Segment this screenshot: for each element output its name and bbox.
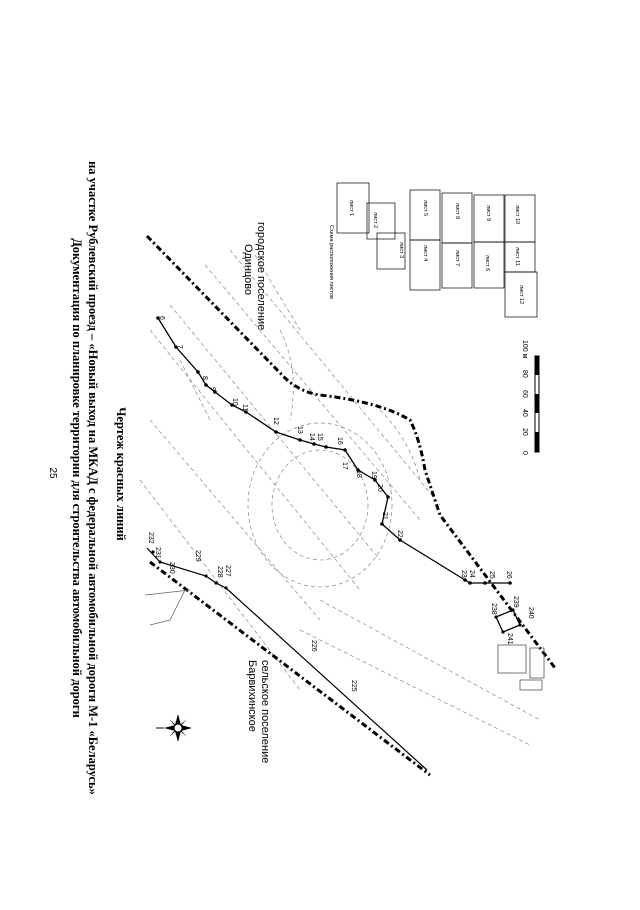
parcel-point-labels: 238 239 240 241 — [490, 596, 534, 645]
svg-text:лист 8: лист 8 — [454, 203, 460, 219]
svg-text:6: 6 — [158, 316, 165, 320]
buildings — [497, 644, 545, 691]
page-number: 25 — [47, 467, 58, 479]
svg-text:20: 20 — [376, 484, 383, 492]
place-north: городское поселение Одинцово — [242, 222, 267, 330]
svg-text:12: 12 — [272, 417, 279, 425]
svg-text:26: 26 — [505, 571, 512, 579]
compass-rose-icon — [156, 714, 192, 742]
sheet-scheme: Схема расположения листов лист 1 лист 2 … — [328, 182, 538, 318]
north-point-labels: 6 7 8 9 10 11 12 13 14 15 16 17 18 19 20… — [158, 316, 512, 579]
sheet-scheme-title: Схема расположения листов — [328, 225, 334, 299]
svg-text:226: 226 — [310, 640, 317, 652]
svg-text:7: 7 — [176, 345, 183, 349]
svg-text:231: 231 — [154, 547, 161, 559]
svg-text:лист 9: лист 9 — [485, 205, 491, 221]
svg-text:лист 4: лист 4 — [422, 245, 428, 261]
svg-text:лист 10: лист 10 — [514, 205, 520, 224]
svg-text:17: 17 — [341, 462, 348, 470]
svg-text:лист 2: лист 2 — [372, 212, 378, 228]
svg-text:лист 7: лист 7 — [454, 250, 460, 266]
svg-text:Одинцово: Одинцово — [242, 244, 254, 295]
north-boundary-line — [145, 234, 557, 669]
svg-text:лист 5: лист 5 — [422, 200, 428, 216]
svg-text:16: 16 — [336, 437, 343, 445]
scale-bar: 0 20 40 60 80 100 м — [521, 340, 540, 455]
svg-text:лист 1: лист 1 — [348, 200, 354, 216]
svg-text:227: 227 — [224, 565, 231, 577]
svg-text:14: 14 — [308, 433, 315, 441]
south-boundary-line — [149, 560, 431, 777]
header-line-2: на участке Рублевский проезд – «Новый вы… — [86, 161, 100, 795]
road-geometry — [139, 249, 541, 746]
svg-text:лист 6: лист 6 — [484, 255, 490, 271]
svg-text:лист 11: лист 11 — [514, 247, 520, 266]
svg-text:13: 13 — [296, 426, 303, 434]
svg-text:239: 239 — [512, 596, 519, 608]
svg-text:22: 22 — [396, 530, 403, 538]
svg-text:9: 9 — [209, 387, 216, 391]
header-line-1: Документация по планировке территории дл… — [70, 238, 84, 718]
svg-text:8: 8 — [201, 376, 208, 380]
svg-text:городское поселение: городское поселение — [255, 222, 267, 330]
svg-text:18: 18 — [355, 470, 362, 478]
svg-text:238: 238 — [490, 603, 497, 615]
svg-text:232: 232 — [147, 532, 154, 544]
svg-text:100 м: 100 м — [521, 340, 528, 359]
svg-text:80: 80 — [521, 370, 528, 378]
document-header: Документация по планировке территории дл… — [70, 238, 84, 718]
svg-text:10: 10 — [231, 398, 238, 406]
south-red-line — [146, 547, 428, 771]
svg-text:11: 11 — [241, 404, 248, 411]
svg-text:225: 225 — [350, 680, 357, 692]
svg-text:228: 228 — [216, 566, 223, 578]
north-red-line-points — [156, 316, 512, 585]
svg-text:0: 0 — [521, 451, 528, 455]
parcel-outline — [495, 609, 521, 633]
svg-text:лист 12: лист 12 — [518, 285, 524, 304]
svg-text:24: 24 — [468, 570, 475, 578]
svg-text:230: 230 — [168, 562, 175, 574]
drawing-title: Чертеж красных линий — [114, 407, 128, 541]
svg-text:40: 40 — [521, 409, 528, 417]
svg-text:241: 241 — [506, 633, 513, 645]
svg-text:сельское поселение: сельское поселение — [259, 660, 271, 763]
svg-text:240: 240 — [527, 607, 534, 619]
south-point-labels: 232 231 230 229 228 227 226 225 — [147, 532, 357, 692]
svg-text:23: 23 — [460, 570, 467, 578]
svg-text:15: 15 — [316, 433, 323, 441]
svg-text:25: 25 — [488, 571, 495, 579]
svg-text:Барвихинское: Барвихинское — [246, 660, 258, 732]
svg-text:60: 60 — [521, 390, 528, 398]
svg-text:21: 21 — [381, 512, 388, 520]
north-red-line — [157, 317, 510, 584]
svg-text:20: 20 — [521, 428, 528, 436]
svg-text:229: 229 — [194, 550, 201, 562]
svg-text:19: 19 — [370, 471, 377, 479]
place-south: сельское поселение Барвихинское — [246, 660, 271, 763]
svg-text:лист 3: лист 3 — [398, 242, 404, 258]
